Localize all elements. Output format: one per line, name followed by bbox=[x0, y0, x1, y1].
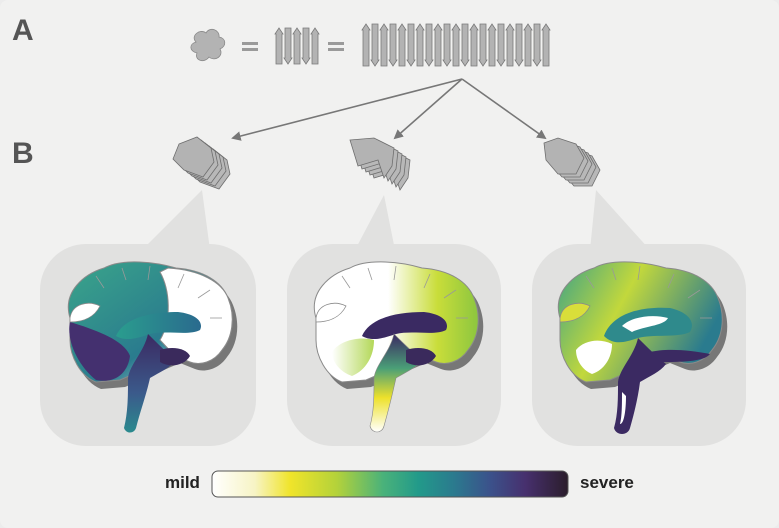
fibril-strand bbox=[397, 23, 407, 67]
arrow-to-strain-2 bbox=[393, 78, 463, 140]
fibril-strand bbox=[388, 23, 398, 67]
panel-b-label: B bbox=[12, 137, 34, 170]
equals-sign-1 bbox=[242, 42, 258, 51]
strain-2-stack bbox=[349, 137, 411, 191]
severity-colorbar bbox=[211, 470, 569, 498]
fibril-strand bbox=[424, 23, 434, 67]
fibril-strand bbox=[514, 23, 524, 67]
panel-a-label: A bbox=[12, 14, 34, 47]
fibril-strand bbox=[379, 23, 389, 67]
fibril-strand bbox=[469, 23, 479, 67]
fibril-strand bbox=[406, 23, 416, 67]
fibril-strand bbox=[487, 23, 497, 67]
beta-strand-dimer bbox=[274, 27, 320, 65]
fibril-strand bbox=[541, 23, 551, 67]
fibril-strand bbox=[415, 23, 425, 67]
strain-3-stack bbox=[543, 137, 601, 187]
fibril-strand bbox=[370, 23, 380, 67]
severity-max-label: severe bbox=[580, 473, 634, 492]
fibril-strand bbox=[451, 23, 461, 67]
fibril-strand bbox=[532, 23, 542, 67]
brain-strain-3 bbox=[557, 261, 728, 434]
strain-arrows bbox=[231, 78, 547, 141]
arrow-to-strain-3 bbox=[461, 78, 547, 140]
brain-strain-2 bbox=[313, 261, 484, 433]
fibril-strand bbox=[442, 23, 452, 67]
fibril-strand bbox=[361, 23, 371, 67]
fibril-strand bbox=[478, 23, 488, 67]
fibril-strand bbox=[496, 23, 506, 67]
monomer-shape bbox=[190, 28, 226, 62]
fibril-strand bbox=[505, 23, 515, 67]
fibril-strand bbox=[433, 23, 443, 67]
fibril-strand bbox=[523, 23, 533, 67]
arrow-to-strain-1 bbox=[231, 78, 463, 141]
severity-min-label: mild bbox=[165, 473, 200, 492]
brain-strain-1 bbox=[67, 261, 238, 433]
fibril-strand bbox=[460, 23, 470, 67]
strain-1-stack bbox=[172, 136, 231, 190]
fibril-strands bbox=[361, 23, 551, 67]
equals-sign-2 bbox=[328, 42, 344, 51]
